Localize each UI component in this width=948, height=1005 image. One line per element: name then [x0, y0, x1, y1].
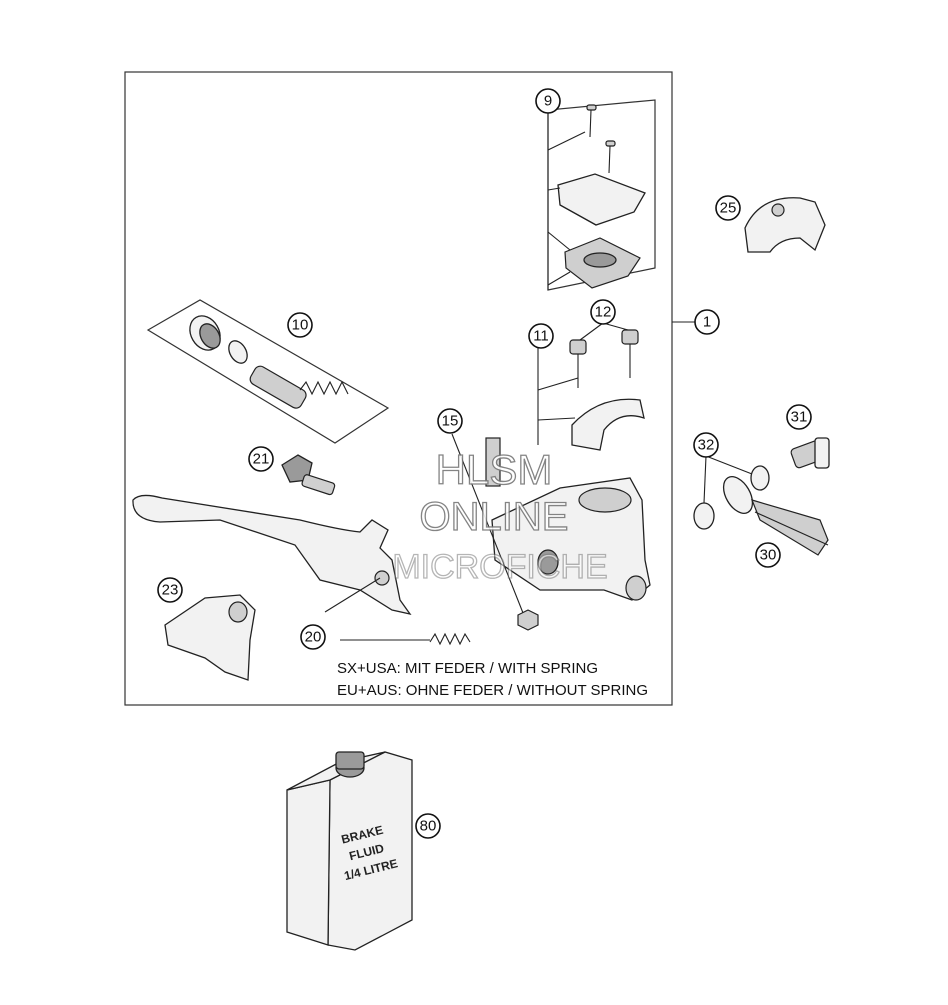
svg-text:1: 1 — [703, 314, 711, 331]
watermark-line1: HLSM — [436, 446, 553, 493]
callout-12: 12 — [590, 299, 616, 325]
part-20-spring — [324, 577, 471, 646]
note-without-spring: EU+AUS: OHNE FEDER / WITHOUT SPRING — [337, 682, 648, 699]
watermark-line3: MICROFICHE — [392, 548, 607, 586]
part-25-clamp — [744, 197, 826, 253]
svg-text:25: 25 — [720, 200, 737, 217]
part-9-reservoir-cover-kit — [547, 99, 656, 291]
callout-23: 23 — [157, 577, 183, 603]
lever-pivot-bolt — [485, 437, 501, 487]
svg-text:10: 10 — [292, 317, 309, 334]
part-31-banjo-bolt — [790, 437, 830, 469]
part-23-guard — [164, 594, 256, 681]
callout-25: 25 — [715, 195, 741, 221]
svg-text:32: 32 — [698, 437, 715, 454]
callout-15: 15 — [437, 408, 463, 434]
callout-21: 21 — [248, 446, 274, 472]
svg-text:20: 20 — [305, 629, 322, 646]
svg-text:23: 23 — [162, 582, 179, 599]
part-80-brake-fluid-can: BRAKE FLUID 1/4 LITRE — [286, 751, 413, 951]
callout-10: 10 — [287, 312, 313, 338]
watermark: HLSM ONLINE MICROFICHE — [392, 445, 609, 586]
part-10-piston-kit — [146, 299, 390, 444]
callout-31: 31 — [786, 404, 812, 430]
svg-text:80: 80 — [420, 818, 437, 835]
svg-text:31: 31 — [791, 409, 808, 426]
callout-30: 30 — [755, 542, 781, 568]
note-with-spring: SX+USA: MIT FEDER / WITH SPRING — [337, 660, 598, 677]
watermark-line2: ONLINE — [420, 495, 569, 539]
svg-text:15: 15 — [442, 413, 459, 430]
handlebar-clamp — [571, 398, 645, 451]
part-32-washers — [693, 455, 770, 530]
svg-text:30: 30 — [760, 547, 777, 564]
cover-screw-lower — [605, 140, 616, 174]
callout-20: 20 — [300, 624, 326, 650]
master-cylinder-body — [485, 437, 651, 601]
svg-text:9: 9 — [544, 93, 552, 110]
callout-11: 11 — [528, 323, 554, 349]
svg-text:12: 12 — [595, 304, 612, 321]
callout-32: 32 — [693, 432, 719, 458]
part-12-clamp-bolts — [569, 322, 639, 388]
assembly-frame — [124, 71, 673, 706]
part-11-clamp — [537, 345, 645, 451]
callout-9: 9 — [535, 88, 561, 114]
brake-lever — [132, 494, 412, 616]
reservoir-cover — [557, 173, 646, 226]
cover-screw-upper — [586, 104, 597, 138]
callout-1: 1 — [694, 309, 720, 335]
part-15-nut — [451, 433, 539, 631]
svg-text:11: 11 — [533, 328, 549, 345]
svg-text:21: 21 — [253, 451, 270, 468]
callout-80: 80 — [415, 813, 441, 839]
part-21-adjuster — [281, 454, 336, 496]
part-30-brake-hose — [722, 476, 829, 556]
